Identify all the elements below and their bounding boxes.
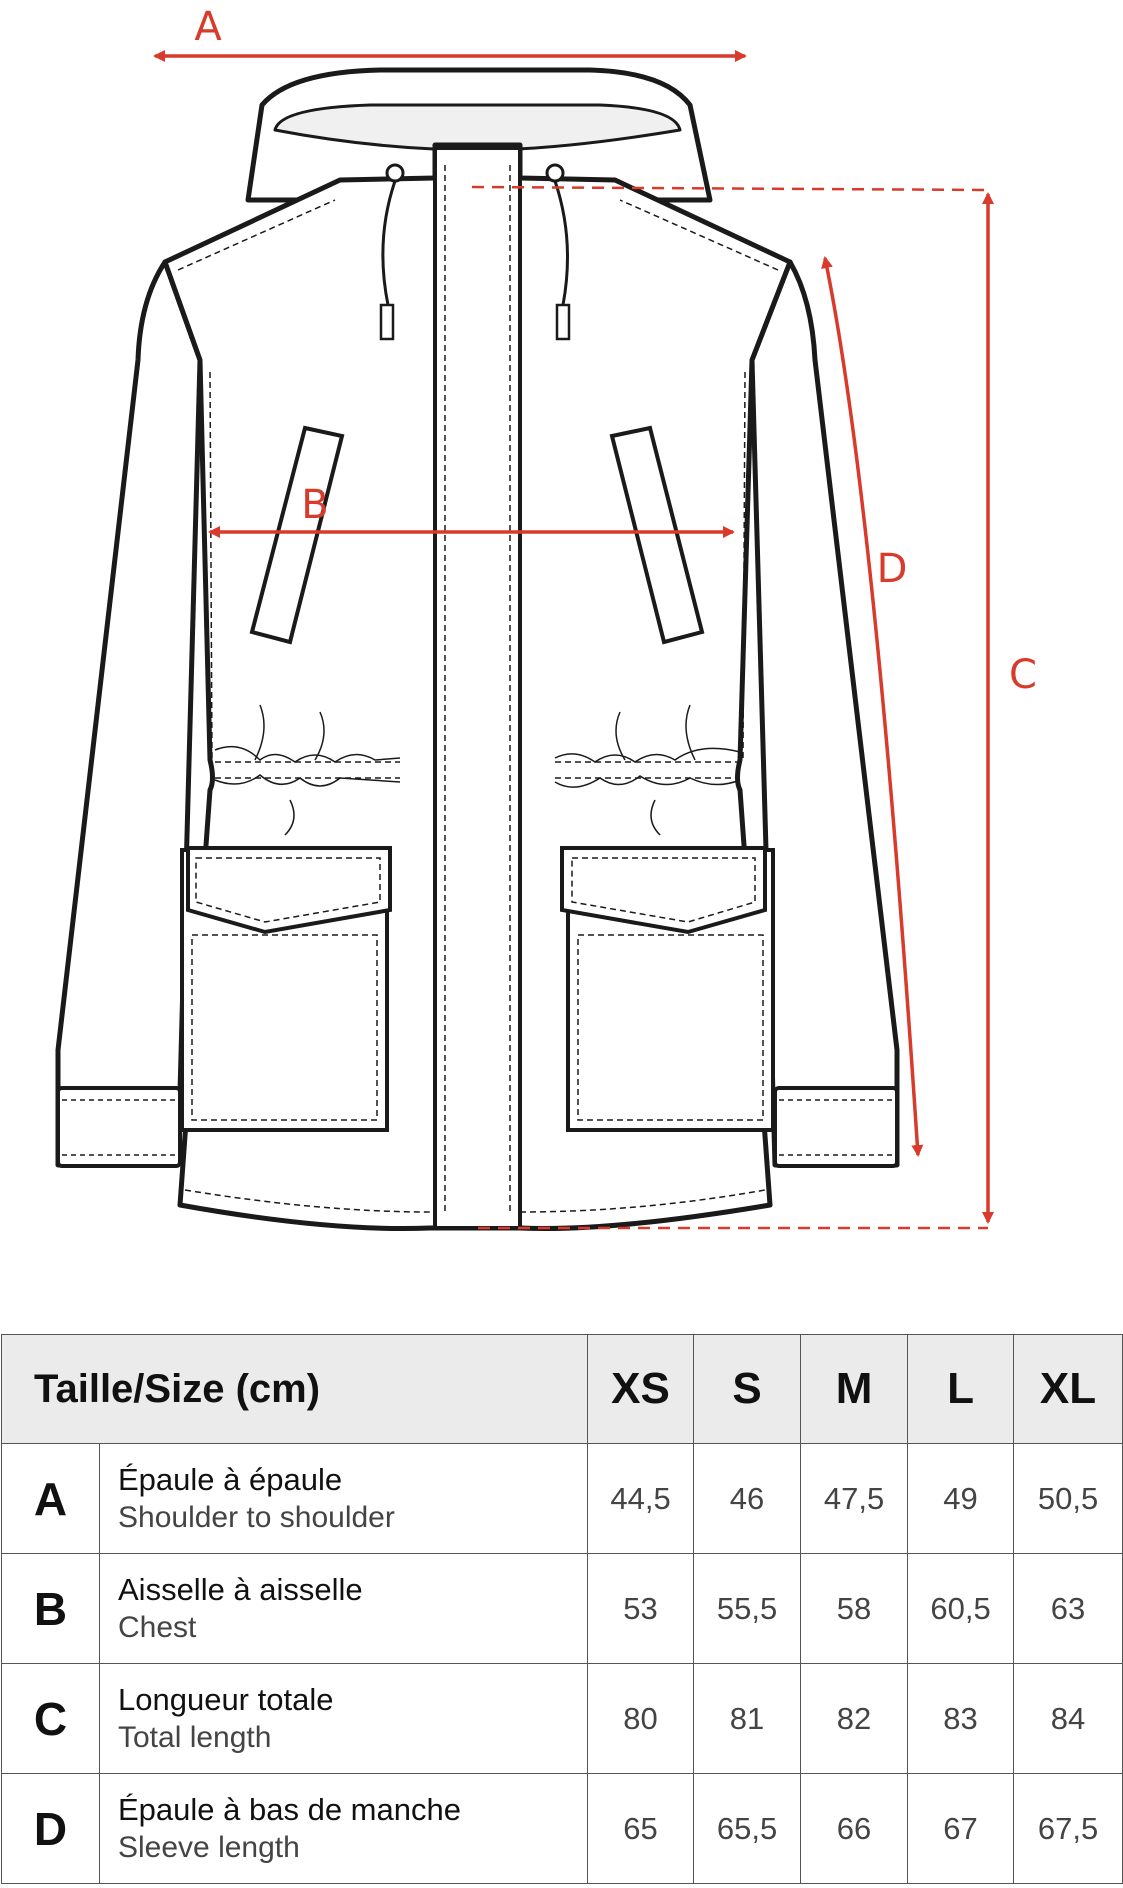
value-xs: 53 [587, 1553, 695, 1664]
measurement-c: C [471, 185, 1037, 1230]
value-xs: 65 [587, 1773, 695, 1884]
measurement-b: B [208, 482, 735, 538]
table-header-row: Taille/Size (cm) XS S M L XL [0, 1334, 1123, 1444]
value-s: 81 [693, 1663, 802, 1774]
measurement-d: D [821, 256, 924, 1157]
value-s: 65,5 [693, 1773, 802, 1884]
table-row: A Épaule à épaule Shoulder to shoulder 4… [1, 1443, 1123, 1554]
table-row: C Longueur totale Total length 80 81 82 … [1, 1663, 1123, 1774]
size-m-header: M [800, 1334, 909, 1444]
front-placket [433, 146, 522, 1230]
label-b: B [301, 482, 328, 528]
size-xs-header: XS [587, 1334, 695, 1444]
size-xl-header: XL [1013, 1334, 1123, 1444]
size-table: Taille/Size (cm) XS S M L XL A Épaule à … [0, 1334, 1123, 1884]
description-fr: Épaule à épaule [118, 1461, 343, 1497]
value-m: 66 [800, 1773, 909, 1884]
description-en: Total length [118, 1720, 272, 1754]
row-letter: C [1, 1663, 100, 1774]
table-row: D Épaule à bas de manche Sleeve length 6… [1, 1773, 1123, 1884]
value-l: 83 [907, 1663, 1015, 1774]
jacket-diagram: A B C D [55, 4, 1037, 1232]
description-en: Shoulder to shoulder [118, 1500, 395, 1534]
description-fr: Épaule à bas de manche [118, 1791, 461, 1827]
row-description: Aisselle à aisselle Chest [98, 1553, 589, 1664]
table-title: Taille/Size (cm) [0, 1334, 589, 1444]
hood-inner [273, 103, 682, 152]
value-m: 82 [800, 1663, 909, 1774]
description-fr: Aisselle à aisselle [118, 1571, 363, 1607]
label-a: A [194, 4, 222, 50]
value-l: 60,5 [907, 1553, 1015, 1664]
left-sleeve [55, 259, 203, 1168]
label-c: C [1009, 652, 1037, 698]
size-s-header: S [693, 1334, 802, 1444]
row-letter: B [1, 1553, 100, 1664]
description-en: Sleeve length [118, 1830, 300, 1864]
value-l: 49 [907, 1443, 1015, 1554]
value-xs: 44,5 [587, 1443, 695, 1554]
description-en: Chest [118, 1610, 197, 1644]
value-s: 55,5 [693, 1553, 802, 1664]
cargo-pockets [180, 846, 775, 1132]
value-xl: 84 [1013, 1663, 1123, 1774]
value-xl: 63 [1013, 1553, 1123, 1664]
row-description: Épaule à bas de manche Sleeve length [98, 1773, 589, 1884]
row-description: Épaule à épaule Shoulder to shoulder [98, 1443, 589, 1554]
value-m: 47,5 [800, 1443, 909, 1554]
value-xs: 80 [587, 1663, 695, 1774]
value-l: 67 [907, 1773, 1015, 1884]
row-letter: D [1, 1773, 100, 1884]
size-l-header: L [907, 1334, 1015, 1444]
table-row: B Aisselle à aisselle Chest 53 55,5 58 6… [1, 1553, 1123, 1664]
row-letter: A [1, 1443, 100, 1554]
row-description: Longueur totale Total length [98, 1663, 589, 1774]
value-m: 58 [800, 1553, 909, 1664]
label-d: D [877, 546, 908, 592]
value-s: 46 [693, 1443, 802, 1554]
measurement-a: A [153, 4, 747, 62]
value-xl: 50,5 [1013, 1443, 1123, 1554]
hood-drawcords [379, 163, 571, 341]
value-xl: 67,5 [1013, 1773, 1123, 1884]
description-fr: Longueur totale [118, 1681, 334, 1717]
